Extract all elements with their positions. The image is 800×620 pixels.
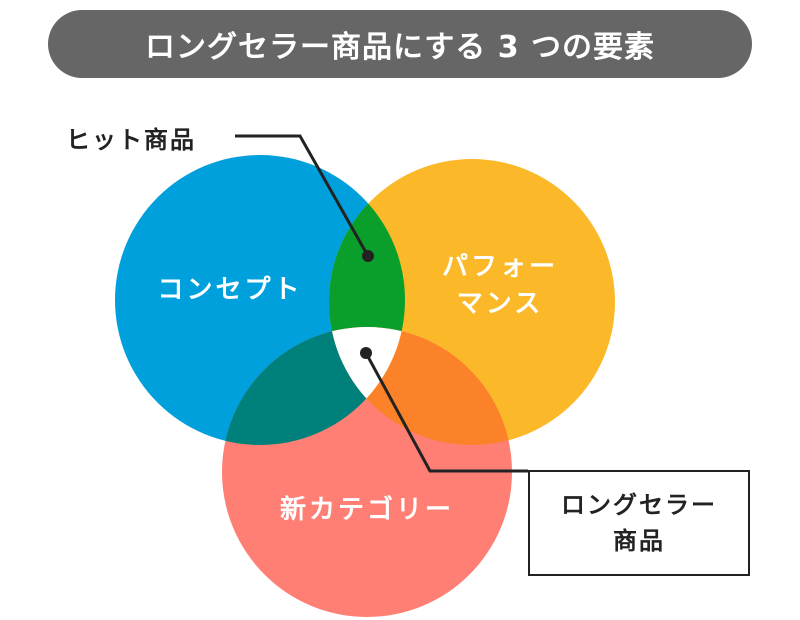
concept-label: コンセプト — [157, 275, 302, 305]
concept-category-overlap — [222, 327, 405, 445]
long-seller-line1: ロングセラー — [561, 491, 717, 519]
hit-callout-line — [235, 134, 370, 257]
performance-category-overlap — [329, 327, 512, 445]
performance-label-line2: マンス — [457, 289, 543, 319]
performance-label-line1: パフォー — [442, 252, 558, 282]
new-category-label: 新カテゴリー — [280, 494, 454, 525]
long-seller-line2: 商品 — [613, 527, 665, 555]
hit-callout-dot — [362, 250, 374, 262]
long-seller-callout-line — [364, 352, 528, 473]
long-seller-callout-dot — [360, 347, 372, 359]
hit-product-label: ヒット商品 — [66, 126, 196, 154]
long-seller-box: ロングセラー 商品 — [528, 470, 750, 576]
diagram-title: ロングセラー商品にする 3 つの要素 — [48, 10, 752, 78]
